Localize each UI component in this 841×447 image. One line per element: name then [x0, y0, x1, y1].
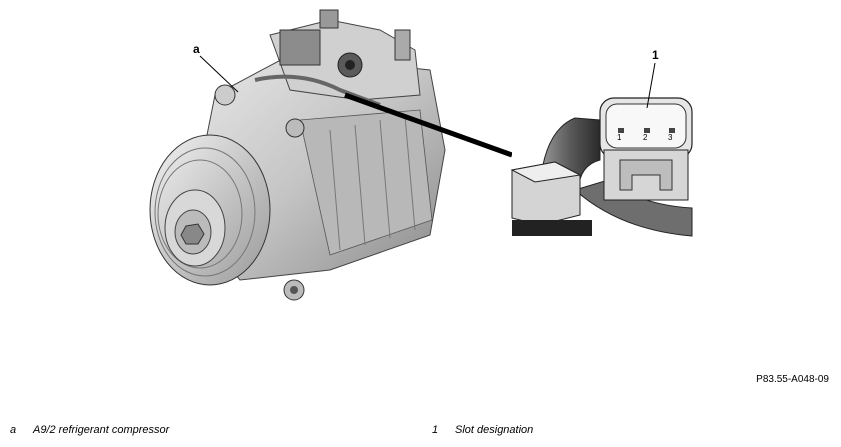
callout-1-line — [646, 62, 656, 109]
callout-a-label: a — [193, 42, 200, 56]
legend-key-1: 1 — [432, 424, 439, 436]
figure-reference: P83.55-A048-09 — [756, 374, 829, 385]
connector-inset — [510, 62, 693, 237]
legend-text-1: Slot designation — [455, 424, 534, 436]
pin-label-3: 3 — [668, 133, 673, 142]
callout-a-line — [199, 55, 239, 93]
callout-1-label: 1 — [652, 48, 659, 62]
legend-text-a: A9/2 refrigerant compressor — [33, 424, 170, 436]
compressor-pulley — [149, 134, 271, 286]
inset-leader-line — [344, 92, 513, 158]
legend-key-a: a — [10, 424, 17, 436]
pin-label-2: 2 — [643, 133, 648, 142]
pin-label-1: 1 — [617, 133, 622, 142]
